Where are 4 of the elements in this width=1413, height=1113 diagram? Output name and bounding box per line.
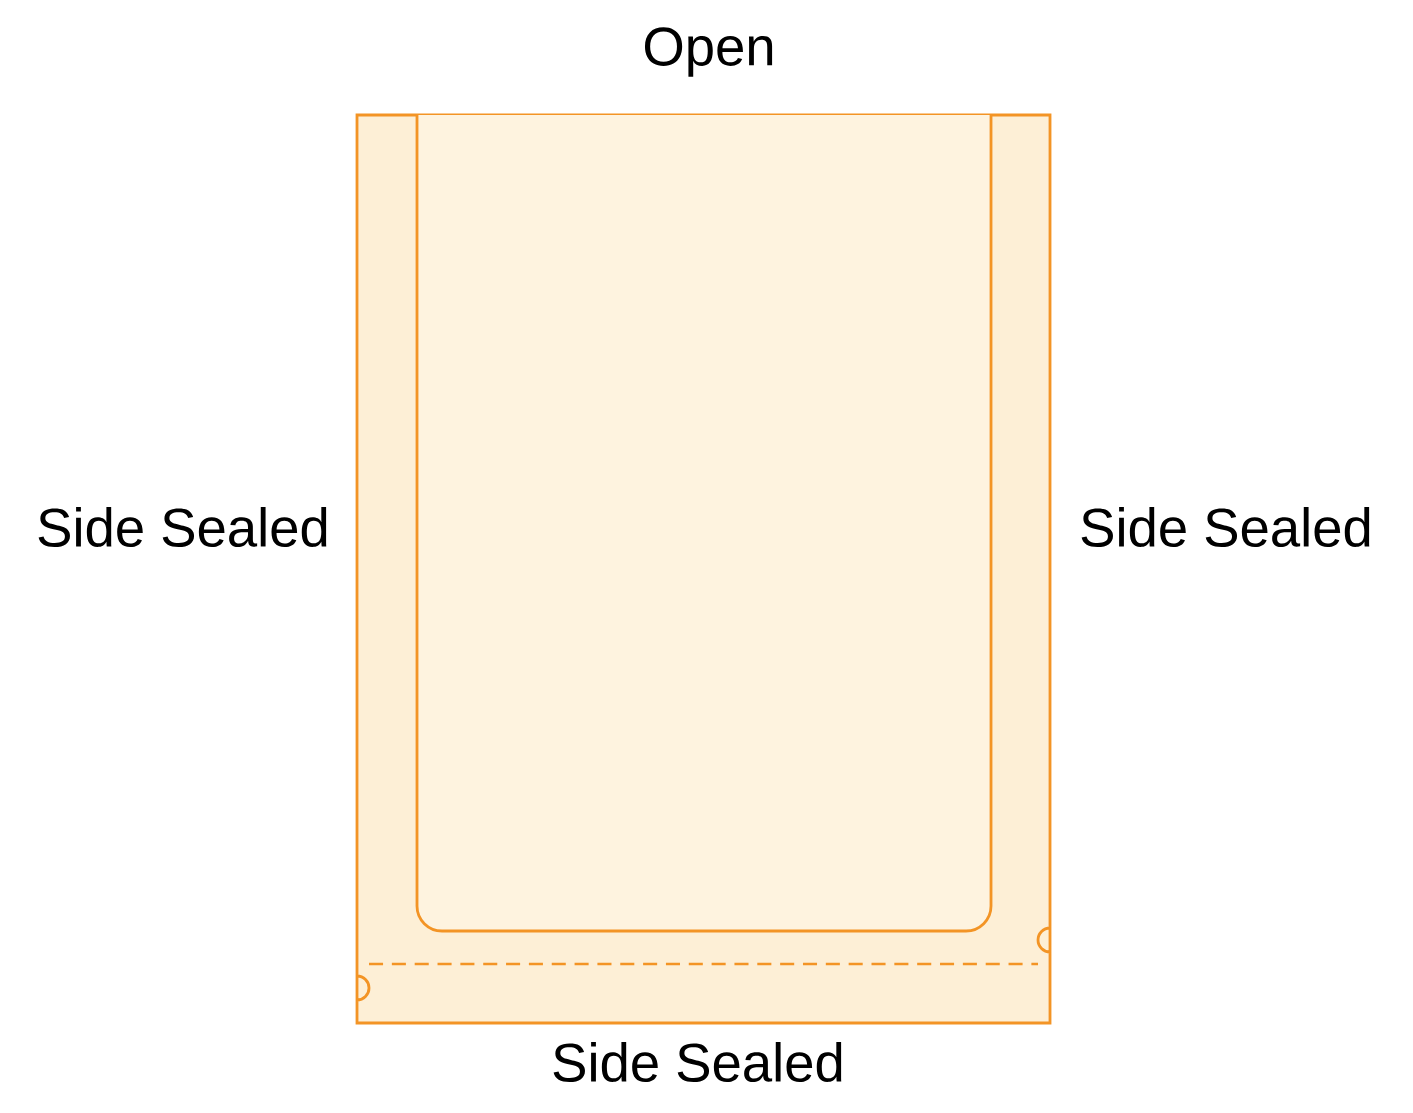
seal-label: Open bbox=[645, 27, 773, 77]
seal-label: Side Sealed bbox=[553, 1042, 842, 1082]
seal-label: Side Sealed bbox=[1081, 507, 1370, 547]
seal-label: Side Sealed bbox=[38, 507, 327, 547]
